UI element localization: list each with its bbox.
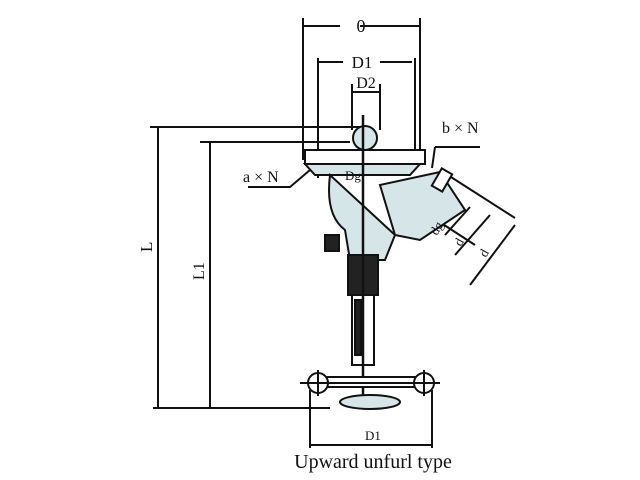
label-a-n: a × N — [243, 169, 279, 186]
label-d1-bottom: D1 — [365, 428, 381, 443]
label-d-outer: d — [476, 246, 492, 260]
label-d2: D2 — [356, 75, 376, 92]
label-o: 0 — [357, 16, 366, 36]
label-b-n: b × N — [442, 120, 479, 137]
valve-body — [300, 115, 467, 410]
label-dg-upper: Dg — [345, 168, 361, 183]
dimension-lines — [150, 18, 516, 448]
caption: Upward unfurl type — [294, 451, 452, 473]
dimension-labels: 0 D1 D2 b × N a × N Dg dg d d L L1 D1 Up… — [137, 16, 492, 473]
label-d-inner: d — [451, 235, 467, 249]
label-l: L — [137, 242, 156, 252]
label-l1: L1 — [191, 262, 208, 280]
label-d1-top: D1 — [352, 53, 373, 72]
